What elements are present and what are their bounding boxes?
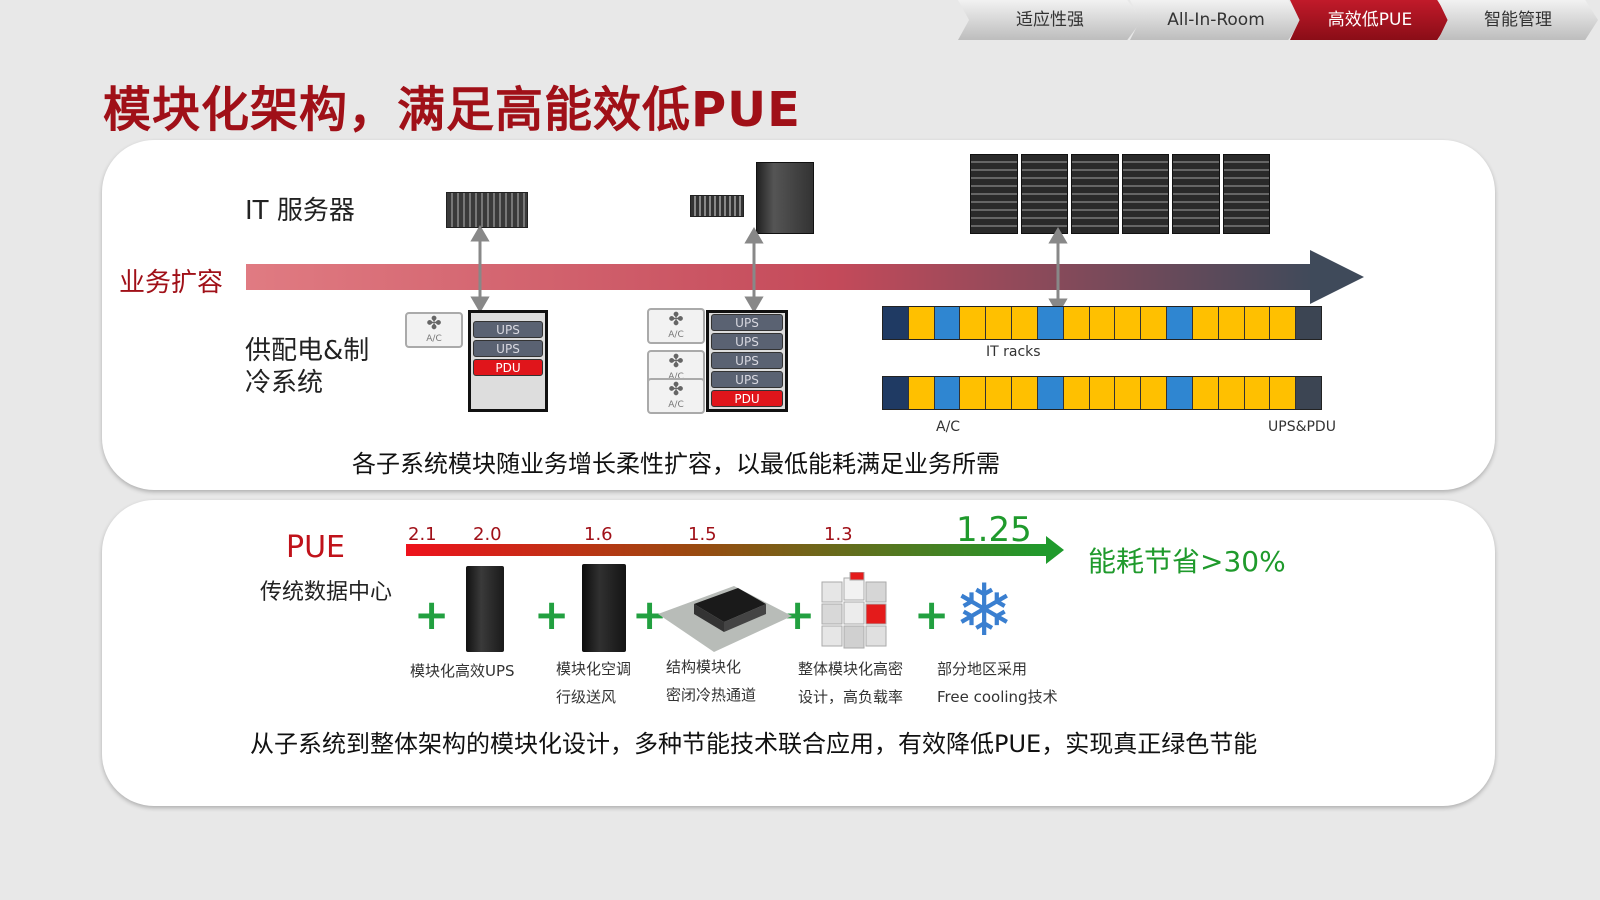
pue-caption: 从子系统到整体架构的模块化设计，多种节能技术联合应用，有效降低PUE，实现真正绿… — [250, 724, 1257, 759]
tab-all-in-room[interactable]: All-In-Room — [1130, 0, 1302, 40]
rack-unit — [1167, 307, 1193, 339]
ups-cabinet-small: UPS UPS PDU — [468, 310, 548, 412]
rack-unit — [1193, 377, 1219, 409]
module-cube-icon — [816, 572, 896, 654]
tab-high-efficiency-pue[interactable]: 高效低PUE — [1290, 0, 1450, 40]
rack-unit — [1193, 307, 1219, 339]
rack-unit — [1090, 307, 1116, 339]
rack-unit — [935, 377, 961, 409]
device-label-free-cooling: 部分地区采用 — [937, 658, 1027, 679]
ac-label: A/C — [936, 419, 960, 435]
it-racks-row-1 — [882, 306, 1322, 340]
rack-unit — [960, 377, 986, 409]
ac-fan-icon: ✤A/C — [647, 378, 705, 414]
rack-unit — [986, 307, 1012, 339]
rack-unit — [986, 377, 1012, 409]
savings-label: 能耗节省>30% — [1088, 540, 1286, 580]
rack-unit — [1141, 377, 1167, 409]
device-label-containment-2: 密闭冷热通道 — [666, 684, 756, 705]
rack-unit — [909, 307, 935, 339]
rack-unit — [1012, 307, 1038, 339]
snowflake-icon: ❄ — [954, 570, 1014, 650]
page-title: 模块化架构，满足高能效低PUE — [103, 70, 801, 140]
ac-cabinet-icon — [582, 564, 626, 652]
pue-label: PUE — [286, 530, 345, 565]
device-label-module-2: 设计，高负载率 — [798, 686, 903, 707]
plus-icon: + — [534, 594, 569, 636]
rack-unit — [1270, 307, 1296, 339]
rack-unit — [1090, 377, 1116, 409]
device-label-free-cooling-2: Free cooling技术 — [937, 686, 1058, 707]
it-racks-row-2 — [882, 376, 1322, 410]
expansion-caption: 各子系统模块随业务增长柔性扩容，以最低能耗满足业务所需 — [352, 444, 1000, 479]
ups-pdu-label: UPS&PDU — [1268, 419, 1336, 435]
device-label-ac-2: 行级送风 — [556, 686, 616, 707]
rack-unit — [883, 377, 909, 409]
ups-cabinet-large: UPS UPS UPS UPS PDU — [706, 310, 788, 412]
rack-unit — [1245, 307, 1271, 339]
rack-unit — [1115, 307, 1141, 339]
pue-panel: PUE 传统数据中心 2.1 2.0 1.6 1.5 1.3 1.25 能耗节省… — [102, 500, 1495, 806]
expansion-panel: IT 服务器 业务扩容 供配电&制 冷系统 — [102, 140, 1495, 490]
rack-unit — [1141, 307, 1167, 339]
device-label-ups: 模块化高效UPS — [410, 660, 515, 681]
rack-unit — [1038, 377, 1064, 409]
rack-unit — [1064, 307, 1090, 339]
rack-unit — [1245, 377, 1271, 409]
rack-unit — [960, 307, 986, 339]
device-label-ac: 模块化空调 — [556, 658, 631, 679]
tab-adaptable[interactable]: 适应性强 — [958, 0, 1142, 40]
plus-icon: + — [914, 594, 949, 636]
ac-fan-icon: ✤A/C — [647, 308, 705, 344]
rack-unit — [1219, 377, 1245, 409]
device-label-containment: 结构模块化 — [666, 656, 741, 677]
rack-unit — [1012, 377, 1038, 409]
rack-unit — [1219, 307, 1245, 339]
rack-unit — [1064, 377, 1090, 409]
rack-unit — [909, 377, 935, 409]
it-racks-label: IT racks — [986, 344, 1041, 360]
rack-unit — [1270, 377, 1296, 409]
rack-unit — [1296, 377, 1321, 409]
device-label-module: 整体模块化高密 — [798, 658, 903, 679]
pue-gradient-arrow — [402, 534, 1082, 566]
rack-unit — [1167, 377, 1193, 409]
containment-icon — [654, 566, 794, 656]
rack-unit — [935, 307, 961, 339]
ups-cabinet-icon — [466, 566, 504, 652]
traditional-dc-label: 传统数据中心 — [260, 574, 392, 606]
rack-unit — [1296, 307, 1321, 339]
tab-smart-management[interactable]: 智能管理 — [1438, 0, 1598, 40]
ac-fan-icon: ✤A/C — [405, 312, 463, 348]
plus-icon: + — [414, 594, 449, 636]
rack-unit — [883, 307, 909, 339]
rack-unit — [1115, 377, 1141, 409]
rack-unit — [1038, 307, 1064, 339]
